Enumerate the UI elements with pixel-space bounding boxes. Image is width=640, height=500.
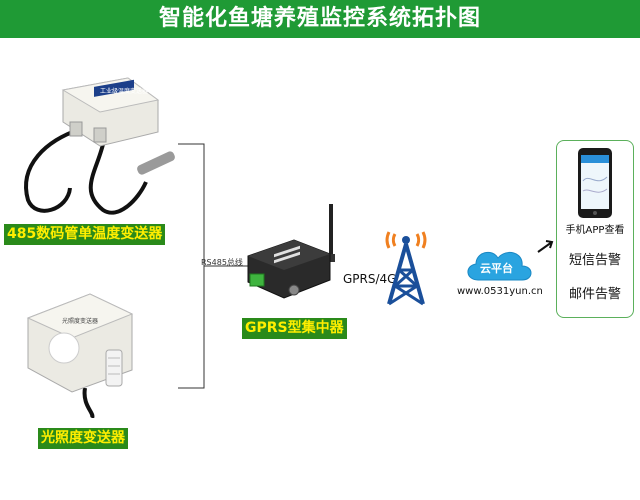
temperature-transmitter-label: 485数码管单温度变送器 — [4, 224, 166, 245]
temperature-transmitter-image — [24, 77, 175, 215]
temperature-transmitter-plate: 工业级温度变送器 — [100, 88, 149, 95]
arrow-icon — [537, 240, 554, 253]
cloud-platform-url: www.0531yun.cn — [457, 286, 543, 297]
light-sensor-label: 光照度变送器 — [38, 428, 128, 449]
page-title: 智能化鱼塘养殖监控系统拓扑图 — [0, 0, 640, 38]
cloud-platform-icon — [467, 251, 532, 281]
light-sensor-image — [26, 293, 134, 418]
smartphone-icon — [578, 148, 612, 218]
gprs-concentrator-image — [247, 204, 335, 299]
email-alert-label: 邮件告警 — [568, 287, 621, 302]
rs485-bus-label: RS485总线 — [201, 258, 243, 267]
gprs-concentrator-label: GPRS型集中器 — [242, 318, 347, 339]
app-view-label: 手机APP查看 — [565, 225, 625, 236]
sms-alert-label: 短信告警 — [568, 253, 621, 268]
cloud-platform-label: 云平台 — [480, 262, 513, 275]
light-sensor-plate: 光照度变送器 — [62, 318, 99, 325]
cell-tower-icon — [385, 231, 427, 306]
client-panel: 手机APP查看 短信告警 邮件告警 — [556, 140, 634, 318]
wireless-link-label: GPRS/4G — [343, 272, 397, 286]
rs485-bus-lines — [178, 143, 250, 389]
